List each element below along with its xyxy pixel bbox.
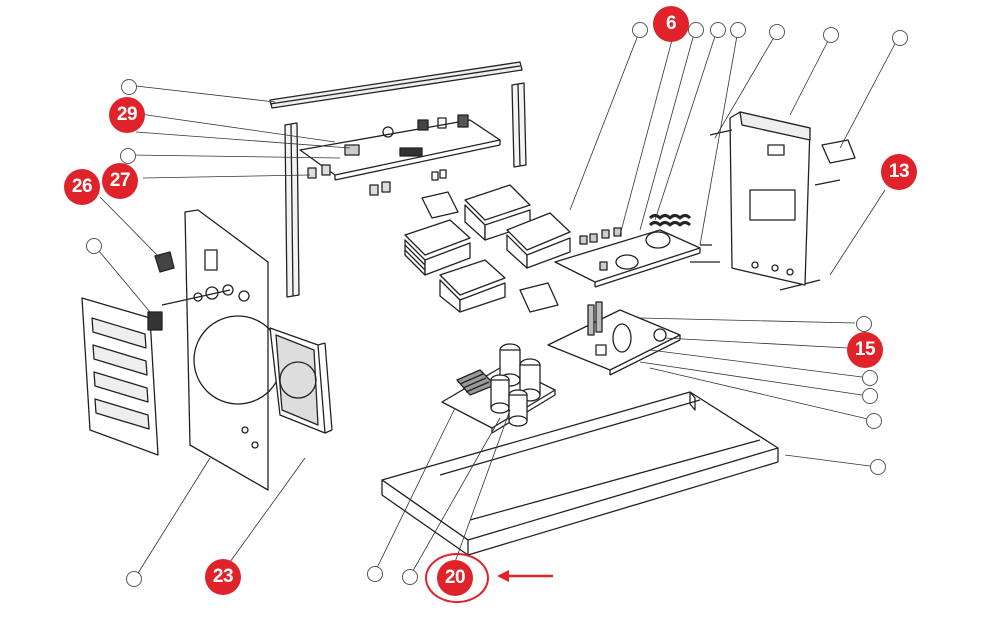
ref-label [862, 388, 878, 404]
aux-board [547, 301, 681, 376]
small-plate-mid [519, 282, 559, 313]
leader-lines [93, 29, 899, 579]
callout-26: 26 [64, 169, 100, 205]
base-tray [381, 391, 779, 556]
rear-panel [709, 111, 841, 286]
pointer-arrow-icon [497, 570, 553, 582]
ref-label [870, 459, 886, 475]
ref-label [856, 316, 872, 332]
power-board [554, 227, 701, 288]
screws-right [690, 244, 821, 291]
ref-label [823, 27, 839, 43]
ref-label [862, 370, 878, 386]
ref-label [402, 569, 418, 585]
ref-label [120, 148, 136, 164]
coil [648, 214, 692, 227]
highlight-ring [425, 553, 489, 603]
ref-label [892, 30, 908, 46]
ref-label [769, 24, 785, 40]
callout-23: 23 [205, 559, 241, 595]
callout-29: 29 [109, 97, 145, 133]
power-socket [147, 286, 231, 331]
fan [269, 327, 333, 434]
top-rail [269, 61, 523, 109]
ref-label [121, 79, 137, 95]
callout-27: 27 [102, 163, 138, 199]
ref-label [367, 566, 383, 582]
callout-6: 6 [653, 6, 689, 42]
callout-13: 13 [881, 154, 917, 190]
ref-label [710, 22, 726, 38]
small-switches [307, 164, 447, 196]
callout-20: 20 [437, 560, 473, 596]
ref-label [86, 238, 102, 254]
right-post [511, 82, 527, 168]
ref-label [688, 22, 704, 38]
ref-label [730, 22, 746, 38]
capacitor-board [441, 343, 556, 434]
ref-label [632, 22, 648, 38]
callout-15: 15 [847, 332, 883, 368]
heatsinks [404, 184, 571, 313]
power-switch [154, 251, 175, 273]
front-panel [184, 209, 283, 491]
fan-grill [81, 297, 159, 456]
ref-label [866, 413, 882, 429]
ref-label [126, 571, 142, 587]
left-post [284, 122, 300, 298]
rear-small-plate [821, 139, 856, 164]
small-plate-top [421, 191, 459, 219]
